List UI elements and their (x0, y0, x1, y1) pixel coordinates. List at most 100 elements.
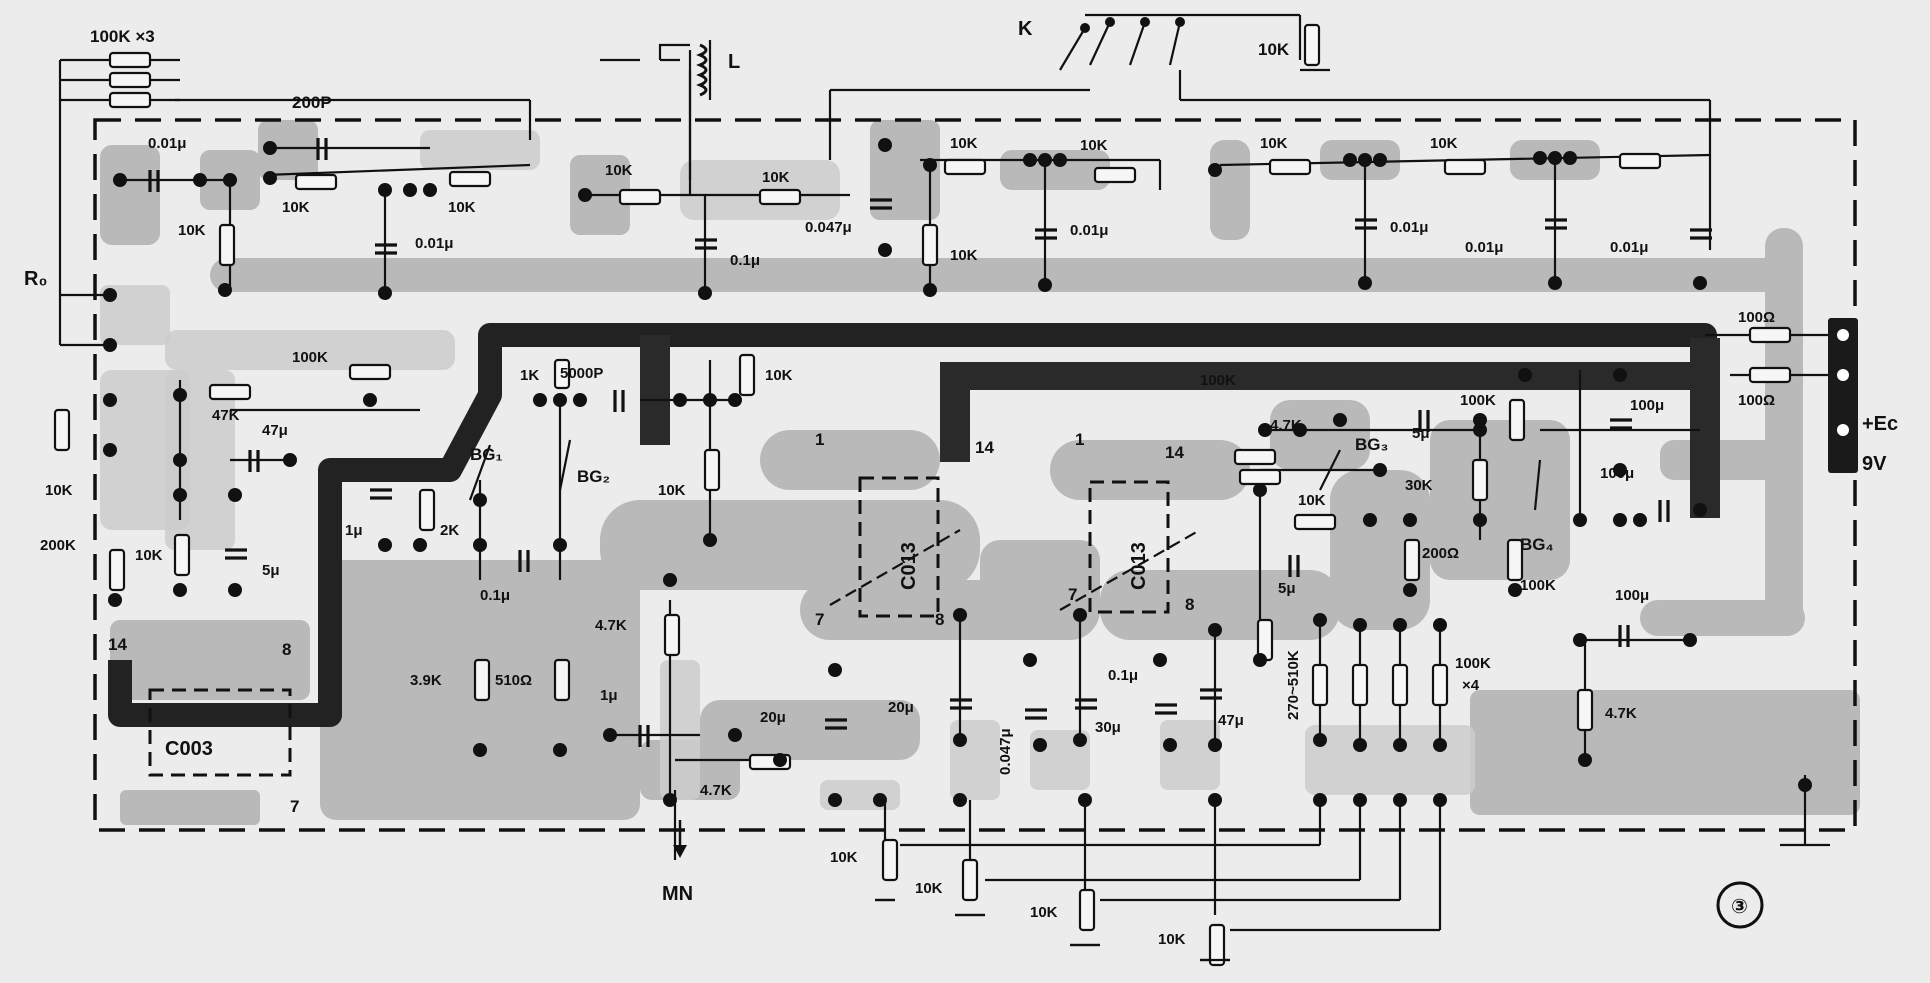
component-label: 5000P (560, 365, 603, 382)
component-label: 100μ (1600, 465, 1634, 482)
label-pin8-a: 8 (282, 640, 291, 659)
component-label: 200Ω (1422, 545, 1459, 562)
component-label: 0.01μ (1390, 219, 1428, 236)
text-labels: 100K ×3 200P L K 10K R₀ +Ec 9V MN C003 C… (24, 18, 1898, 948)
switch-k (1059, 17, 1185, 71)
component-label: 10K (1260, 135, 1288, 152)
label-inductor: L (728, 51, 740, 73)
component-label: 10K (762, 169, 790, 186)
component-label: 10K (448, 199, 476, 216)
component-label: 10K (1430, 135, 1458, 152)
component-label: 30μ (1095, 719, 1121, 736)
component-label: 1μ (600, 687, 618, 704)
component-label: 47K (212, 407, 240, 424)
component-label: 5μ (1412, 425, 1430, 442)
component-label: 10K (950, 247, 978, 264)
label-ro: R₀ (24, 268, 47, 290)
component-label: 10K (45, 482, 73, 499)
component-label: 47μ (1218, 712, 1244, 729)
component-label: 5μ (1278, 580, 1296, 597)
label-ic2: C013 (898, 542, 920, 590)
label-pin8-c: 8 (1185, 595, 1194, 614)
label-bg3: BG₃ (1355, 435, 1388, 454)
transistors (468, 439, 1542, 511)
capacitors (148, 138, 1712, 747)
ic-c003-outline (148, 688, 292, 777)
figure-number-circle (1716, 881, 1764, 929)
component-label: 10K (765, 367, 793, 384)
component-label: 4.7K (595, 617, 627, 634)
component-label: 10K (915, 880, 943, 897)
component-label: 3.9K (410, 672, 442, 689)
ic-c013-left-outline (858, 476, 940, 618)
component-label: 0.1μ (1108, 667, 1138, 684)
component-label: 10K (135, 547, 163, 564)
label-ic3: C013 (1128, 542, 1150, 590)
component-label: 100μ (1615, 587, 1649, 604)
label-bg2: BG₂ (577, 467, 610, 486)
label-out-mn: MN (662, 883, 693, 905)
ground-symbols (660, 58, 1330, 962)
component-label: 100Ω (1738, 392, 1775, 409)
component-label: 10K (950, 135, 978, 152)
label-200p: 200P (292, 93, 332, 112)
component-label: 10K (178, 222, 206, 239)
component-label: 270~510K (1285, 650, 1302, 720)
supply-terminal-strip (1828, 318, 1858, 473)
label-ic1: C003 (165, 738, 213, 760)
component-label: 2K (440, 522, 459, 539)
label-pot-top: 10K (1258, 40, 1290, 59)
component-label: 0.047μ (997, 728, 1014, 775)
component-label: 100Ω (1738, 309, 1775, 326)
label-bg1: BG₁ (470, 445, 503, 464)
inductor-coil (696, 43, 708, 97)
component-label: 10K (1030, 904, 1058, 921)
component-label: 200K (40, 537, 76, 554)
component-label: 0.01μ (415, 235, 453, 252)
component-label: 10K (830, 849, 858, 866)
label-pin1-b: 1 (1075, 430, 1084, 449)
component-label: 100μ (1630, 397, 1664, 414)
component-label: 1K (520, 367, 539, 384)
component-label: 100K (1520, 577, 1556, 594)
label-res-array: 100K ×3 (90, 27, 155, 46)
component-label: 0.01μ (1070, 222, 1108, 239)
component-label: 30K (1405, 477, 1433, 494)
component-label: 47μ (262, 422, 288, 439)
component-label: 0.01μ (1465, 239, 1503, 256)
component-label: 10K (605, 162, 633, 179)
label-pin14-c: 14 (1165, 443, 1184, 462)
component-label: 100K (1200, 372, 1236, 389)
board-outline (93, 118, 1857, 832)
component-label: 4.7K (700, 782, 732, 799)
ic-c013-right-outline (1088, 480, 1170, 614)
label-pin14-a: 14 (108, 635, 127, 654)
component-label: 1μ (345, 522, 363, 539)
component-label: 0.047μ (805, 219, 852, 236)
component-label: 0.1μ (730, 252, 760, 269)
label-switch: K (1018, 18, 1033, 40)
component-label: 100K (1460, 392, 1496, 409)
component-label: 10K (1298, 492, 1326, 509)
label-pin7-a: 7 (290, 797, 299, 816)
pads (103, 138, 1812, 807)
label-bg4: BG₄ (1520, 535, 1554, 554)
component-label: 10K (282, 199, 310, 216)
component-label: ×4 (1462, 677, 1480, 694)
label-pin7-c: 7 (1068, 585, 1077, 604)
component-label: 4.7K (1270, 417, 1302, 434)
component-label: 0.1μ (480, 587, 510, 604)
figure-number: ③ (1731, 896, 1748, 918)
label-pin8-b: 8 (935, 610, 944, 629)
component-label: 10K (1080, 137, 1108, 154)
component-label: 10K (1158, 931, 1186, 948)
component-label: 20μ (760, 709, 786, 726)
label-pin7-b: 7 (815, 610, 824, 629)
label-pin1-a: 1 (815, 430, 824, 449)
label-supply-volt: 9V (1862, 453, 1887, 475)
component-label: 10K (658, 482, 686, 499)
component-label: 100K (292, 349, 328, 366)
component-label: 5μ (262, 562, 280, 579)
component-label: 100K (1455, 655, 1491, 672)
